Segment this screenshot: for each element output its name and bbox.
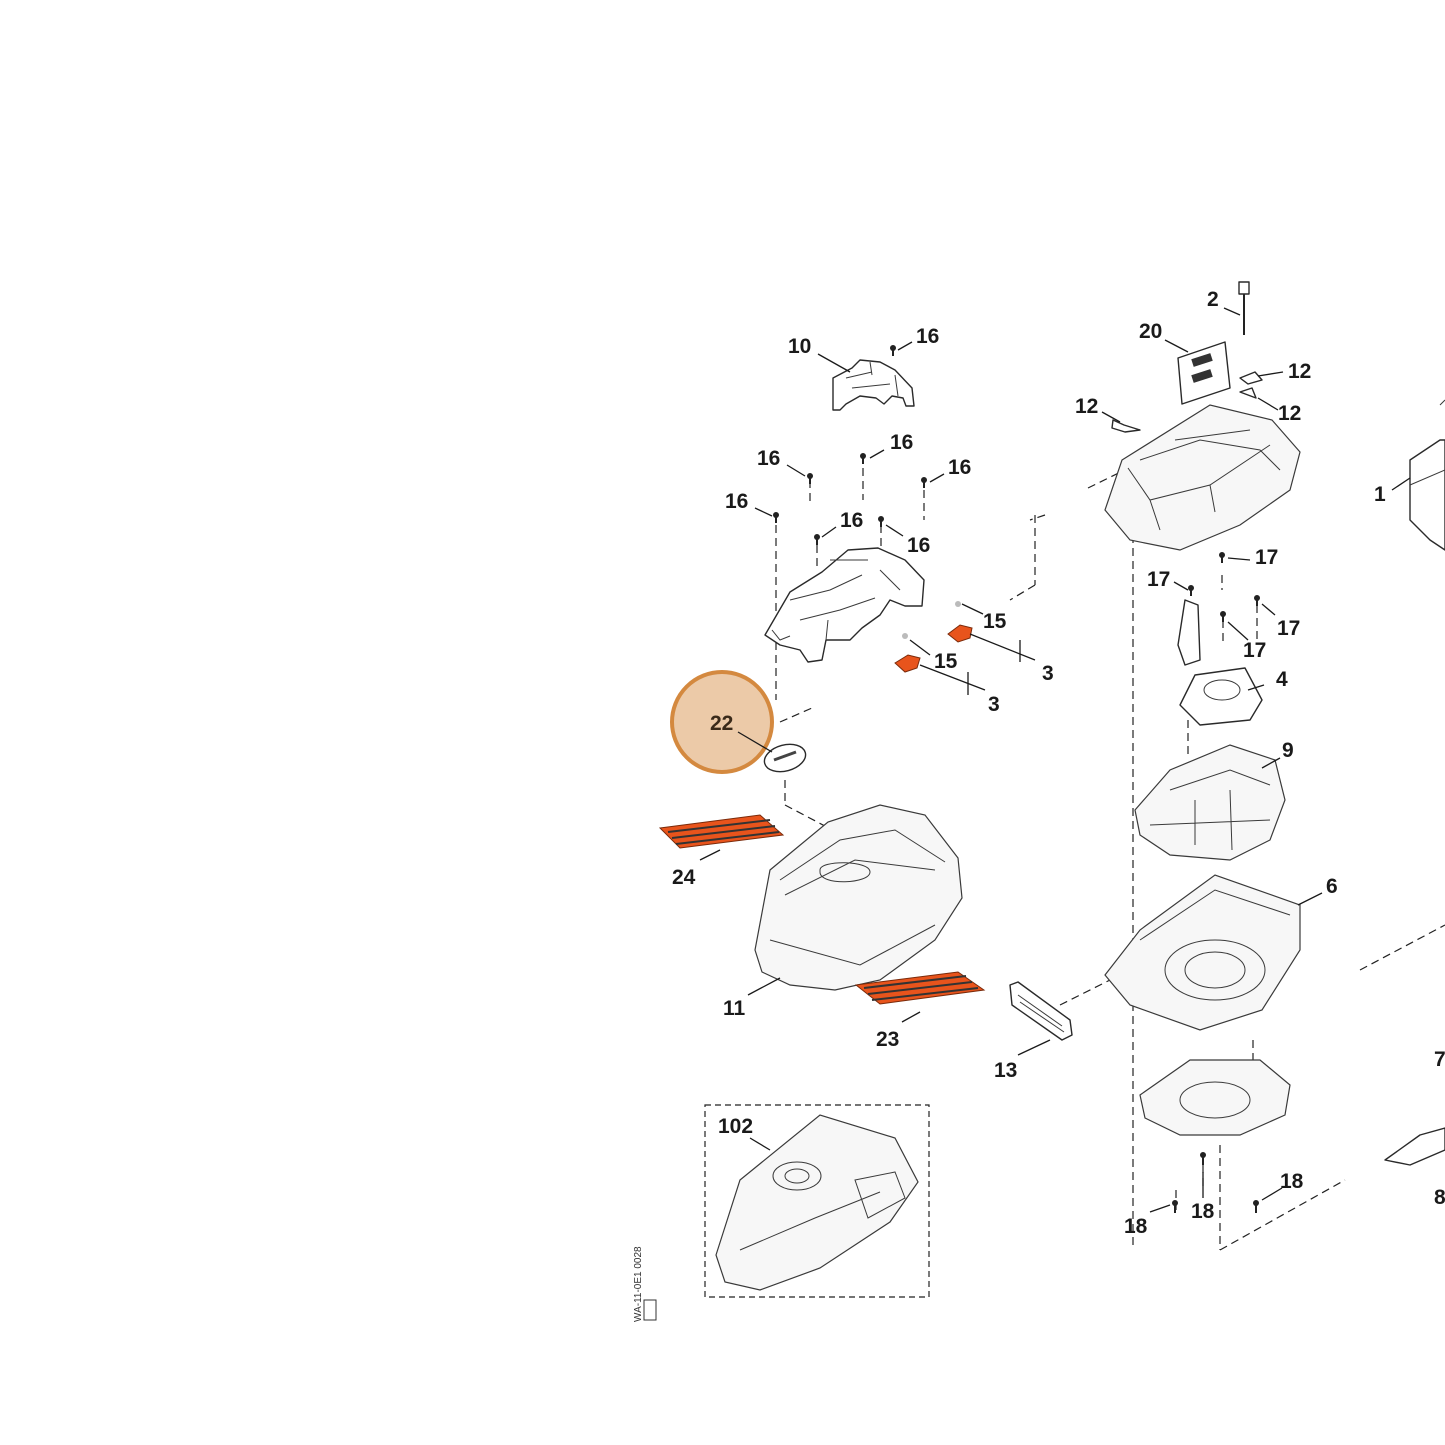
callout-20[interactable]: 20 xyxy=(1139,320,1162,343)
callout-8[interactable]: 8 xyxy=(1434,1186,1445,1209)
callout-16-f[interactable]: 16 xyxy=(907,534,930,557)
callout-12-b[interactable]: 12 xyxy=(1278,402,1301,425)
highlight-label: 22 xyxy=(710,712,733,735)
callout-labels: 2 20 12 12 12 1 10 16 16 16 16 16 16 16 … xyxy=(672,288,1445,1238)
callout-3-b[interactable]: 3 xyxy=(988,693,1000,716)
screws xyxy=(773,345,1260,1213)
part-6-base xyxy=(1104,874,1301,1031)
callout-23[interactable]: 23 xyxy=(876,1028,899,1051)
part-12-clips xyxy=(1111,371,1263,433)
callout-18-a[interactable]: 18 xyxy=(1280,1170,1304,1193)
leader-lines xyxy=(699,307,1411,1213)
callout-2[interactable]: 2 xyxy=(1207,288,1219,311)
callout-16-c[interactable]: 16 xyxy=(948,456,971,479)
part-23-decal xyxy=(854,971,986,1005)
callout-6[interactable]: 6 xyxy=(1326,875,1338,898)
screw-16-a xyxy=(773,512,779,523)
screw-16-e xyxy=(814,534,820,545)
part-2-pin xyxy=(1238,281,1250,335)
screw-17-b xyxy=(1188,585,1194,596)
part-22-emblem xyxy=(763,743,807,773)
callout-15-b[interactable]: 15 xyxy=(934,650,958,673)
callout-13[interactable]: 13 xyxy=(994,1059,1017,1082)
callout-16-a[interactable]: 16 xyxy=(757,447,780,470)
part-upper-housing xyxy=(1104,404,1301,551)
callout-16-b[interactable]: 16 xyxy=(890,431,913,454)
callout-18-c[interactable]: 18 xyxy=(1124,1215,1148,1238)
screw-18-b xyxy=(1172,1200,1178,1213)
part-1-partial xyxy=(1409,399,1445,551)
callout-16-e[interactable]: 16 xyxy=(840,509,863,532)
callout-12-a[interactable]: 12 xyxy=(1288,360,1311,383)
part-15-clips xyxy=(894,601,973,673)
callout-10[interactable]: 10 xyxy=(788,335,811,358)
callout-18-b[interactable]: 18 xyxy=(1191,1200,1215,1223)
callout-17-c[interactable]: 17 xyxy=(1277,617,1300,640)
part-9-housing xyxy=(1134,744,1286,861)
reference-code: WA-11-0E1 0028 xyxy=(633,1246,644,1322)
screw-16-f xyxy=(878,516,884,527)
screw-16-b xyxy=(807,473,813,484)
part-24-decal xyxy=(658,814,785,849)
callout-16-d[interactable]: 16 xyxy=(725,490,748,513)
screw-17-d xyxy=(1220,611,1226,622)
callout-11[interactable]: 11 xyxy=(723,997,746,1020)
callout-17-b[interactable]: 17 xyxy=(1147,568,1170,591)
part-chassis-upper-frame xyxy=(764,547,925,663)
part-lower-disc xyxy=(1139,1059,1291,1136)
callout-4[interactable]: 4 xyxy=(1276,668,1288,691)
part-102-box xyxy=(704,1104,930,1298)
callout-7[interactable]: 7 xyxy=(1434,1048,1445,1071)
part-20-plate xyxy=(1177,341,1231,405)
callout-17-d[interactable]: 17 xyxy=(1243,639,1266,662)
callout-17-a[interactable]: 17 xyxy=(1255,546,1278,569)
callout-9[interactable]: 9 xyxy=(1282,739,1294,762)
callout-102[interactable]: 102 xyxy=(718,1115,753,1138)
reference-box xyxy=(643,1299,657,1321)
callout-12-c[interactable]: 12 xyxy=(1075,395,1098,418)
screw-16-d xyxy=(921,477,927,488)
part-10-bracket xyxy=(832,359,915,411)
part-4-motor xyxy=(1177,599,1263,726)
callout-15-a[interactable]: 15 xyxy=(983,610,1007,633)
part-13-handle xyxy=(1009,981,1073,1041)
screw-16-g xyxy=(890,345,896,356)
part-8-blade xyxy=(1384,1127,1445,1166)
highlight-part-22[interactable]: 22 xyxy=(670,670,774,774)
screw-18-c xyxy=(1253,1200,1259,1213)
callout-1[interactable]: 1 xyxy=(1374,483,1386,506)
screw-18-a xyxy=(1200,1152,1206,1165)
screw-17-c xyxy=(1254,595,1260,606)
callout-24[interactable]: 24 xyxy=(672,866,696,889)
callout-3-a[interactable]: 3 xyxy=(1042,662,1054,685)
screw-16-c xyxy=(860,453,866,464)
screw-17-a xyxy=(1219,552,1225,563)
assembly-guide-lines xyxy=(775,464,1445,1251)
callout-16-g[interactable]: 16 xyxy=(916,325,939,348)
part-11-hood xyxy=(754,804,963,991)
